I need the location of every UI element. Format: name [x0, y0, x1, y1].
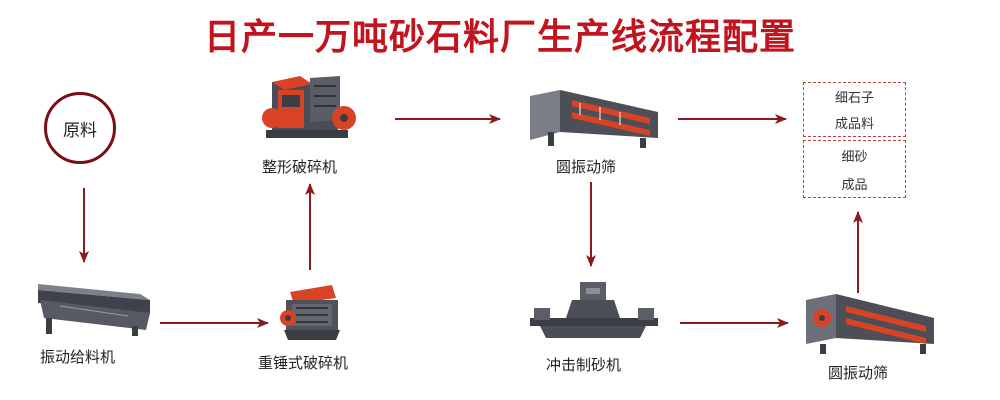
vibrating-screen-top-label: 圆振动筛: [556, 158, 617, 176]
product-box-fine-sand: 细砂 成品: [803, 140, 906, 198]
vibrating-screen-top-icon: [530, 90, 658, 148]
vibrating-screen-bottom-icon: [806, 294, 934, 354]
hammer-crusher-icon: [280, 285, 340, 340]
raw-material-label: 原料: [63, 120, 97, 141]
shaping-crusher-label: 整形破碎机: [262, 158, 338, 176]
page-title: 日产一万吨砂石料厂生产线流程配置: [203, 17, 796, 58]
impact-sand-maker-label: 冲击制砂机: [546, 356, 622, 374]
shaping-crusher-icon: [262, 76, 356, 138]
flow-arrows: [79, 114, 863, 328]
vibrating-feeder-label: 振动给料机: [40, 348, 116, 366]
finished-product-label: 成品: [841, 177, 868, 193]
raw-material-node: 原料: [44, 92, 116, 164]
finished-material-label: 成品料: [834, 117, 874, 133]
product-box-fine-stone: 细石子 成品料: [803, 82, 906, 137]
fine-stone-label: 细石子: [834, 90, 874, 106]
impact-sand-maker-icon: [530, 282, 658, 338]
fine-sand-label: 细砂: [841, 149, 868, 165]
hammer-crusher-label: 重锤式破碎机: [258, 354, 349, 372]
vibrating-feeder-icon: [38, 284, 150, 336]
vibrating-screen-bottom-label: 圆振动筛: [828, 364, 889, 382]
